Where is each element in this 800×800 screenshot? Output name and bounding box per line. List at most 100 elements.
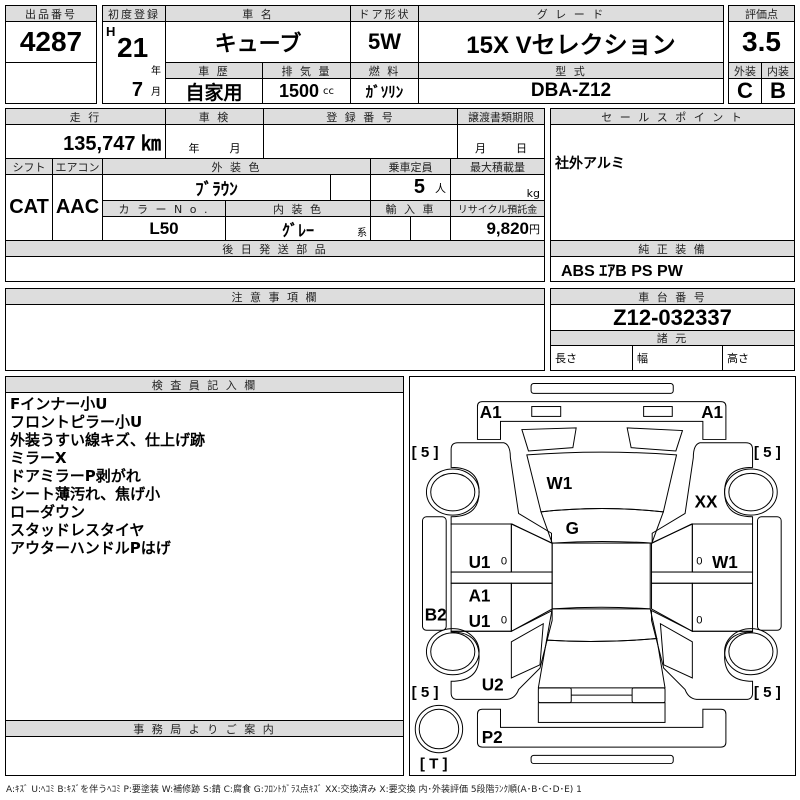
score-label: 評価点 — [728, 5, 795, 22]
roof — [551, 542, 651, 610]
mark-zero: 0 — [501, 555, 507, 567]
inspection-month-unit: 月 — [229, 142, 241, 155]
year-unit: 年 — [151, 66, 161, 77]
inspector-line: アウターハンドルPはげ — [10, 539, 171, 557]
wheel-front-inner — [430, 472, 476, 512]
lot-number: 4287 — [5, 21, 97, 63]
tire-rear-left: [ 5 ] — [412, 684, 439, 701]
mileage-label: 走 行 — [5, 108, 166, 125]
notes-label: 注 意 事 項 欄 — [5, 288, 545, 305]
wheel-rear-inner — [430, 632, 476, 671]
ext-grade-label: 外装 — [728, 62, 762, 79]
recycle-label: リサイクル預託金 — [450, 200, 545, 217]
wheel-rear — [425, 628, 480, 676]
mark-rear-bumper: P2 — [482, 728, 503, 747]
mark-left-sill: B2 — [425, 605, 447, 624]
int-color-label: 内 装 色 — [225, 200, 371, 217]
office-label: 事 務 局 よ り ご 案 内 — [5, 720, 404, 737]
int-color: ｸﾞﾚｰ — [281, 222, 314, 240]
grade-label: グ レ ー ド — [418, 5, 724, 22]
sales-point: 社外アルミ — [550, 124, 795, 241]
mark-zero: 0 — [501, 615, 507, 627]
rear-bar — [530, 754, 674, 765]
back-door — [537, 637, 666, 689]
spare-tire-inner — [418, 708, 460, 750]
pillar — [450, 571, 553, 584]
headlight-right — [626, 427, 684, 452]
chassis-label: 車 台 番 号 — [550, 288, 795, 305]
door-label: ドア形状 — [350, 5, 419, 22]
inspector-line: ドアミラーP剥がれ — [10, 467, 141, 485]
mark-left-quarter: U2 — [482, 676, 504, 695]
headlight-left — [521, 427, 577, 452]
spare-tire-label: [ T ] — [420, 756, 448, 773]
inspector-line: シート薄汚れ、焦げ小 — [10, 485, 161, 503]
left-side — [422, 442, 553, 700]
inspector-line: ローダウン — [10, 503, 86, 521]
ac: AAC — [52, 174, 103, 241]
tire-front-left: [ 5 ] — [412, 444, 439, 461]
capacity-unit: 人 — [435, 181, 446, 195]
later-parts-label: 後 日 発 送 部 品 — [5, 240, 545, 257]
windshield — [540, 508, 665, 544]
fog-right — [643, 406, 673, 417]
tail-light-right — [631, 687, 666, 704]
fuel-label: 燃 料 — [350, 62, 419, 79]
int-grade: B — [761, 78, 795, 104]
front-fender — [450, 442, 552, 544]
era: H — [106, 24, 116, 39]
model-label: 型 式 — [418, 62, 724, 79]
office-area — [5, 736, 404, 776]
history: 自家用 — [165, 78, 263, 104]
wheel-front — [425, 468, 480, 516]
tail-light-left — [537, 687, 572, 704]
car-outline: A1 A1 W1 G XX U1 A1 U1 B2 W1 U2 P2 0 0 0… — [412, 383, 782, 773]
history-label: 車 歴 — [165, 62, 263, 79]
mark-front-left: A1 — [480, 403, 502, 422]
mark-front-right: A1 — [701, 403, 723, 422]
chassis-number: Z12-032337 — [550, 304, 795, 331]
lot-blank — [5, 62, 97, 104]
equipment-label: 純 正 装 備 — [550, 240, 795, 257]
inspection-label: 車 検 — [165, 108, 264, 125]
mileage: 135,747 ㎞ — [5, 124, 166, 159]
color-no: L50 — [102, 216, 226, 241]
mark-left-rear-door-u: U1 — [469, 612, 491, 631]
fog-left — [531, 406, 562, 417]
grade: 15X Vセレクション — [418, 21, 724, 63]
import-value-2 — [410, 216, 451, 241]
transfer-label: 譲渡書類期限 — [457, 108, 545, 125]
reg-no-label: 登 録 番 号 — [263, 108, 458, 125]
mark-right-front-door: W1 — [712, 553, 738, 572]
reg-month: 7 — [131, 79, 143, 101]
first-reg-year-cell: H 21 年 — [102, 21, 166, 79]
height-label: 高さ — [722, 345, 795, 371]
mark-left-front-door: U1 — [469, 553, 491, 572]
cc-unit: cc — [323, 85, 335, 97]
inspector-line: フロントピラー小U — [10, 413, 143, 431]
inspection-year-unit: 年 — [188, 142, 200, 155]
inspector-label: 検 査 員 記 入 欄 — [5, 376, 404, 393]
front-door-window — [510, 523, 553, 573]
specs-label: 諸 元 — [550, 330, 795, 346]
mark-right-fender: XX — [695, 493, 718, 512]
mark-windshield: G — [566, 519, 579, 538]
quarter-window — [510, 622, 544, 679]
ext-color-label: 外 装 色 — [102, 158, 371, 175]
mark-left-rear-door-a: A1 — [469, 587, 491, 606]
spare-tire — [414, 704, 464, 754]
damage-diagram: A1 A1 W1 G XX U1 A1 U1 B2 W1 U2 P2 0 0 0… — [409, 376, 796, 776]
displacement: 1500 — [278, 80, 320, 101]
door-type: 5W — [350, 21, 419, 63]
rear-panel — [537, 702, 666, 723]
transfer-day-unit: 日 — [516, 142, 527, 155]
rear-door-window — [510, 582, 553, 633]
length-label: 長さ — [550, 345, 633, 371]
lot-label: 出品番号 — [5, 5, 97, 22]
month-unit: 月 — [151, 87, 161, 98]
notes-area — [5, 304, 545, 371]
capacity: 5 — [413, 176, 425, 198]
